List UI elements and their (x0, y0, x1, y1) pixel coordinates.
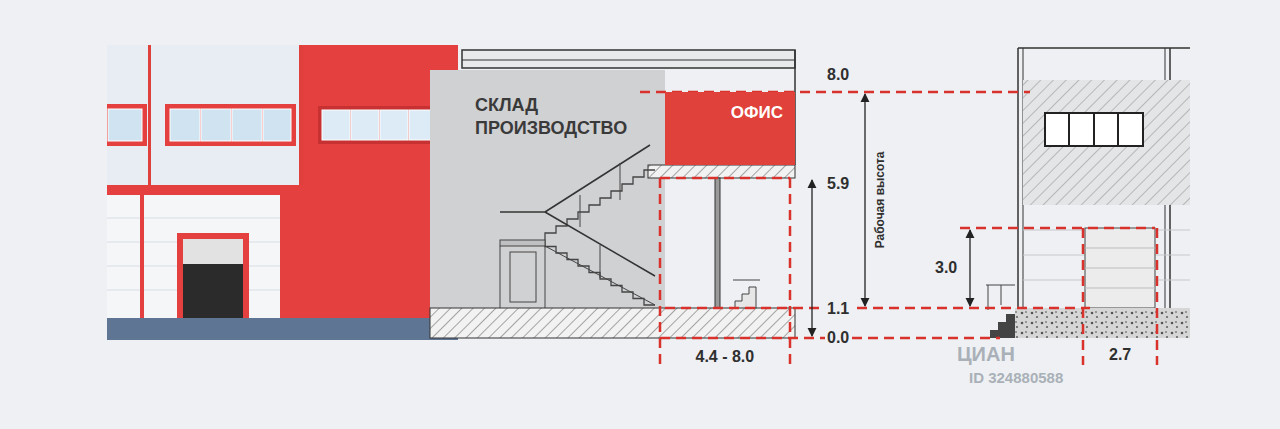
facade-photo (107, 45, 458, 340)
watermark: ID 324880588 (967, 369, 1065, 386)
dimension-value: 1.1 (825, 300, 851, 318)
area-label: СКЛАД ПРОИЗВОДСТВО (475, 94, 628, 139)
watermark: ЦИАН (955, 343, 1017, 366)
dimension-arrows (812, 94, 970, 336)
office-box: ОФИС (665, 92, 795, 165)
dimension-value: 0.0 (825, 329, 851, 347)
dimension-value: 4.4 - 8.0 (694, 348, 757, 366)
dimension-lines (640, 92, 1157, 365)
area-label: ОФИС (731, 102, 783, 123)
dimension-value: 8.0 (825, 66, 851, 84)
warehouse-area: СКЛАД ПРОИЗВОДСТВО (430, 70, 673, 308)
dimension-value: 3.0 (933, 259, 959, 277)
dimension-value: 2.7 (1107, 346, 1133, 364)
dimension-value: 5.9 (825, 175, 851, 193)
section-drawing (430, 50, 795, 338)
axis-label: Рабочая высота (873, 149, 887, 250)
